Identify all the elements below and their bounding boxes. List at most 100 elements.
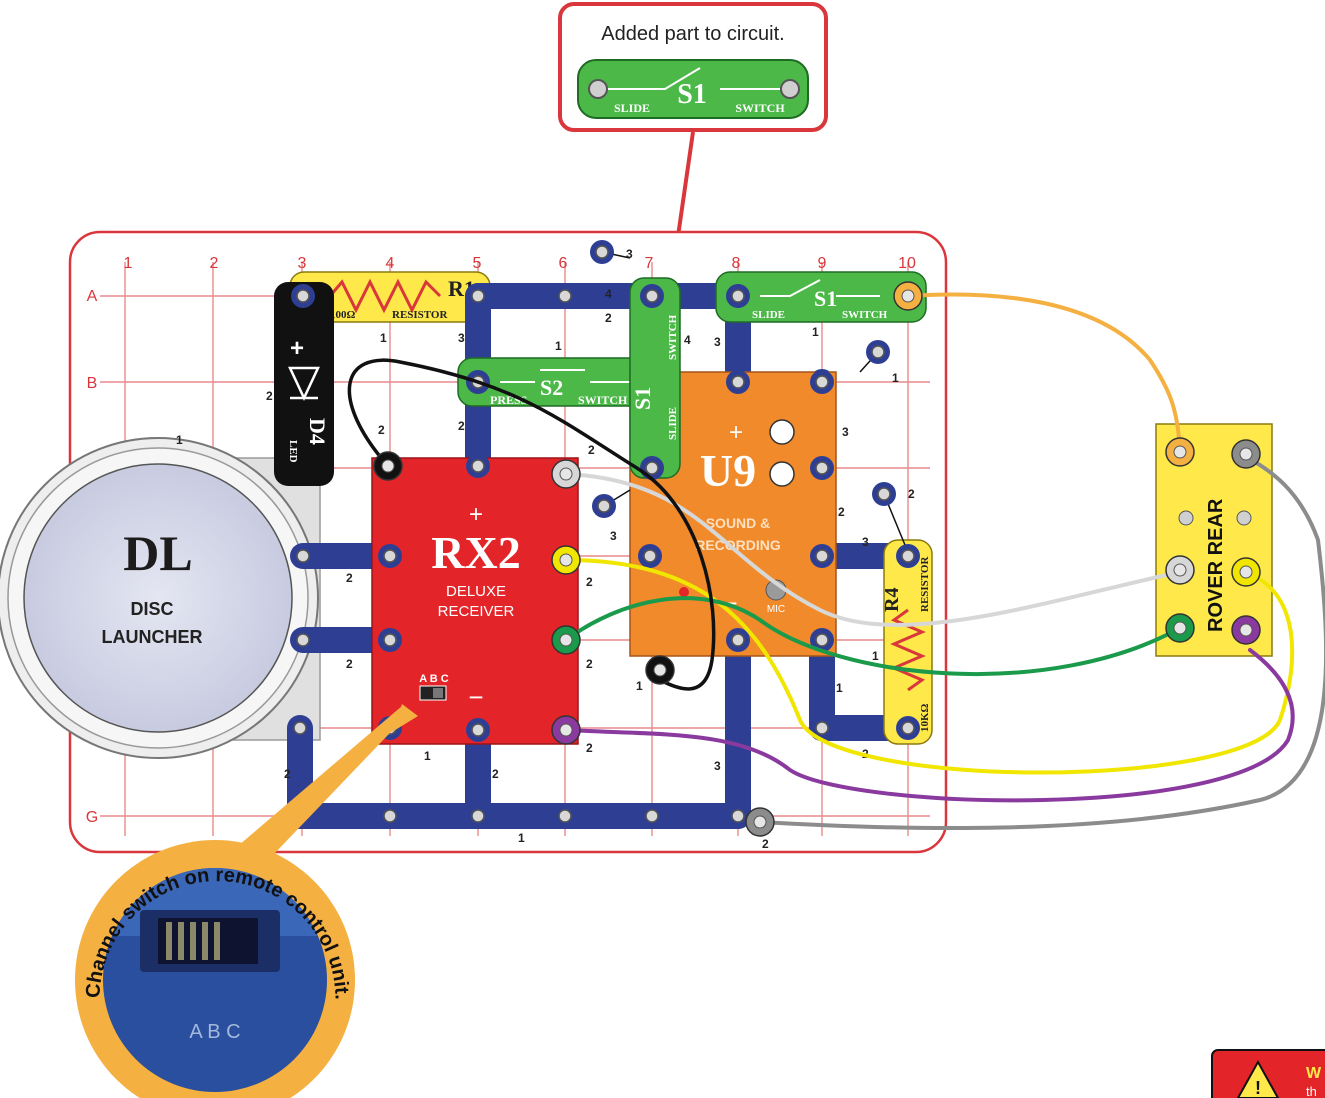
rx2-plus: + [469,501,483,528]
snap-icon [816,722,828,734]
snap-icon [816,462,828,474]
wire-length-label: 3 [862,535,869,549]
u9-line1: SOUND & [706,515,771,531]
launcher-line2: LAUNCHER [102,627,203,647]
wire-length-label: 2 [346,657,353,671]
rx2-line1: DELUXE [446,583,506,600]
column-label: 3 [298,255,307,272]
row-label: G [86,809,98,826]
s1-right: SWITCH [842,309,888,321]
wire-length-label: 3 [458,331,465,345]
wire-length-label: 3 [626,247,633,261]
d4-name: D4 [305,418,330,445]
wire-length-label: 2 [605,311,612,325]
wire-length-label: 2 [266,389,273,403]
snap-icon [589,80,607,98]
record-button-icon[interactable] [770,420,794,444]
rx2-receiver: + RX2 DELUXE RECEIVER A B C − [372,458,578,744]
snap-icon [559,290,571,302]
disc-launcher: DL DISC LAUNCHER [0,438,320,758]
led-indicator-icon [679,587,689,597]
snap-icon [754,816,766,828]
launcher-name: DL [123,525,192,581]
remote-letters: A B C [189,1021,240,1043]
wire-length-label: 2 [284,767,291,781]
snap-icon [384,634,396,646]
rx2-channels: A B C [419,673,449,685]
wire-length-label: 4 [684,333,691,347]
d4-led: + D4 LED [274,282,334,486]
snap-icon [732,376,744,388]
callout-s1-designator: S1 [677,79,707,110]
r4-value: 10KΩ [919,703,931,732]
snap-icon [472,460,484,472]
snap-icon [902,550,914,562]
u9-mic: MIC [767,604,785,615]
snap-icon [297,550,309,562]
snap-icon [644,550,656,562]
column-label: 8 [732,255,741,272]
snap-icon [1240,566,1252,578]
wire-length-label: 1 [892,371,899,385]
wire-length-label: 4 [605,287,612,301]
snap-icon [1240,624,1252,636]
wire-length-label: 1 [555,339,562,353]
wire-length-label: 2 [378,423,385,437]
snap-icon [1174,446,1186,458]
wire-length-label: 1 [176,433,183,447]
column-label: 10 [898,255,916,272]
r4-type: RESISTOR [919,556,931,612]
s1-name: S1 [814,286,837,311]
play-button-icon[interactable] [770,462,794,486]
warning-text: W [1306,1065,1322,1082]
snap-icon [598,500,610,512]
callout-s1-right: SWITCH [735,101,785,115]
s1-vertical-switch: S1 SLIDE SWITCH [630,278,680,478]
wire-length-label: 2 [908,487,915,501]
snap-icon [878,488,890,500]
wire-length-label: 2 [588,443,595,457]
snap-icon [560,634,572,646]
r1-type: RESISTOR [392,309,448,321]
warning-box: ! W th [1212,1050,1325,1098]
snap-icon [560,724,572,736]
d4-type: LED [287,440,299,463]
u9-plus: + [729,419,743,446]
column-label: 4 [386,255,395,272]
wire-length-label: 2 [492,767,499,781]
snap-icon [816,376,828,388]
s1v-left: SLIDE [667,407,679,440]
r4-name: R4 [881,588,903,612]
callout-text: Added part to circuit. [601,23,784,45]
callout-s1-left: SLIDE [614,101,650,115]
warning-symbol: ! [1255,1078,1261,1098]
led-body [274,282,334,486]
snap-icon [297,290,309,302]
wire-length-label: 1 [380,331,387,345]
snap-icon [732,810,744,822]
snap-icon [902,722,914,734]
snap-icon [384,550,396,562]
snap-icon [816,634,828,646]
snap-icon [732,634,744,646]
wire-length-label: 2 [586,741,593,755]
channel-switch-knob [433,688,443,698]
wire-length-label: 1 [872,649,879,663]
wire-length-label: 2 [458,419,465,433]
column-label: 2 [210,255,219,272]
snap-icon [382,460,394,472]
snap-icon [297,634,309,646]
wire-length-label: 1 [636,679,643,693]
launcher-line1: DISC [130,599,173,619]
s1v-name: S1 [630,387,655,410]
rx2-minus: − [468,682,483,712]
snap-icon [472,290,484,302]
snap-icon [732,290,744,302]
snap-icon [646,290,658,302]
snap-icon [1174,622,1186,634]
column-label: 5 [473,255,482,272]
wire-length-label: 3 [714,759,721,773]
rx2-line2: RECEIVER [438,603,515,620]
wire-length-label: 1 [518,831,525,845]
